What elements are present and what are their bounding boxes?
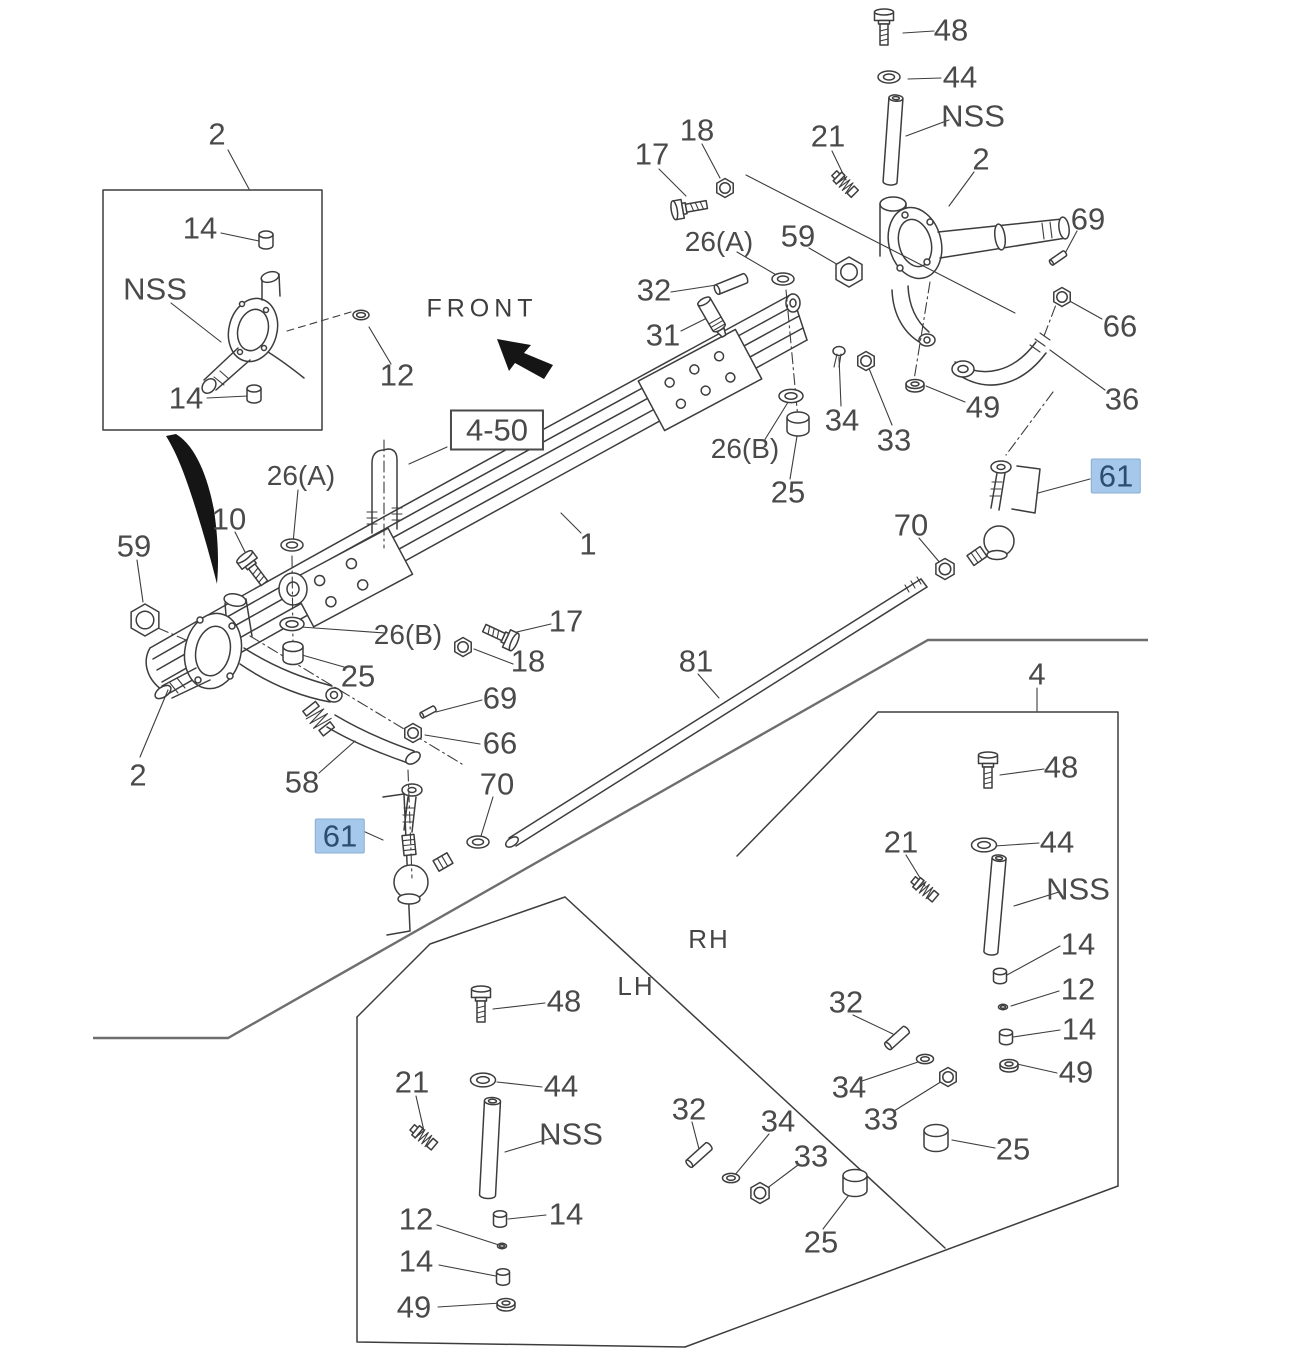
drag-link-arm-36 (951, 332, 1051, 386)
axle-pad-plate (637, 328, 763, 432)
spring-seat-plate (288, 527, 414, 628)
relay-rod-81 (504, 576, 928, 848)
lh-panel-edge (356, 1016, 686, 1348)
u-bolt (366, 439, 403, 549)
front-arrow-icon (497, 339, 553, 379)
inset-knuckle (201, 270, 305, 394)
bottom-diagonal-edge (684, 1185, 1119, 1348)
outer-boundary-line (93, 638, 1148, 1040)
tie-rod-end-61-right (966, 460, 1041, 567)
lh-panel-top-edge (356, 896, 566, 1018)
tie-rod-58 (302, 700, 421, 765)
swoosh-pointer (166, 434, 218, 584)
small-parts (130, 8, 1071, 1312)
tie-rod-end-61-left (382, 783, 454, 936)
left-knuckle (154, 593, 343, 703)
right-knuckle (879, 196, 1070, 347)
spring-front-eye (278, 572, 308, 606)
rh-panel-divider (564, 896, 946, 1249)
panel-4-edge (736, 711, 1119, 1187)
inset-box (102, 189, 323, 431)
